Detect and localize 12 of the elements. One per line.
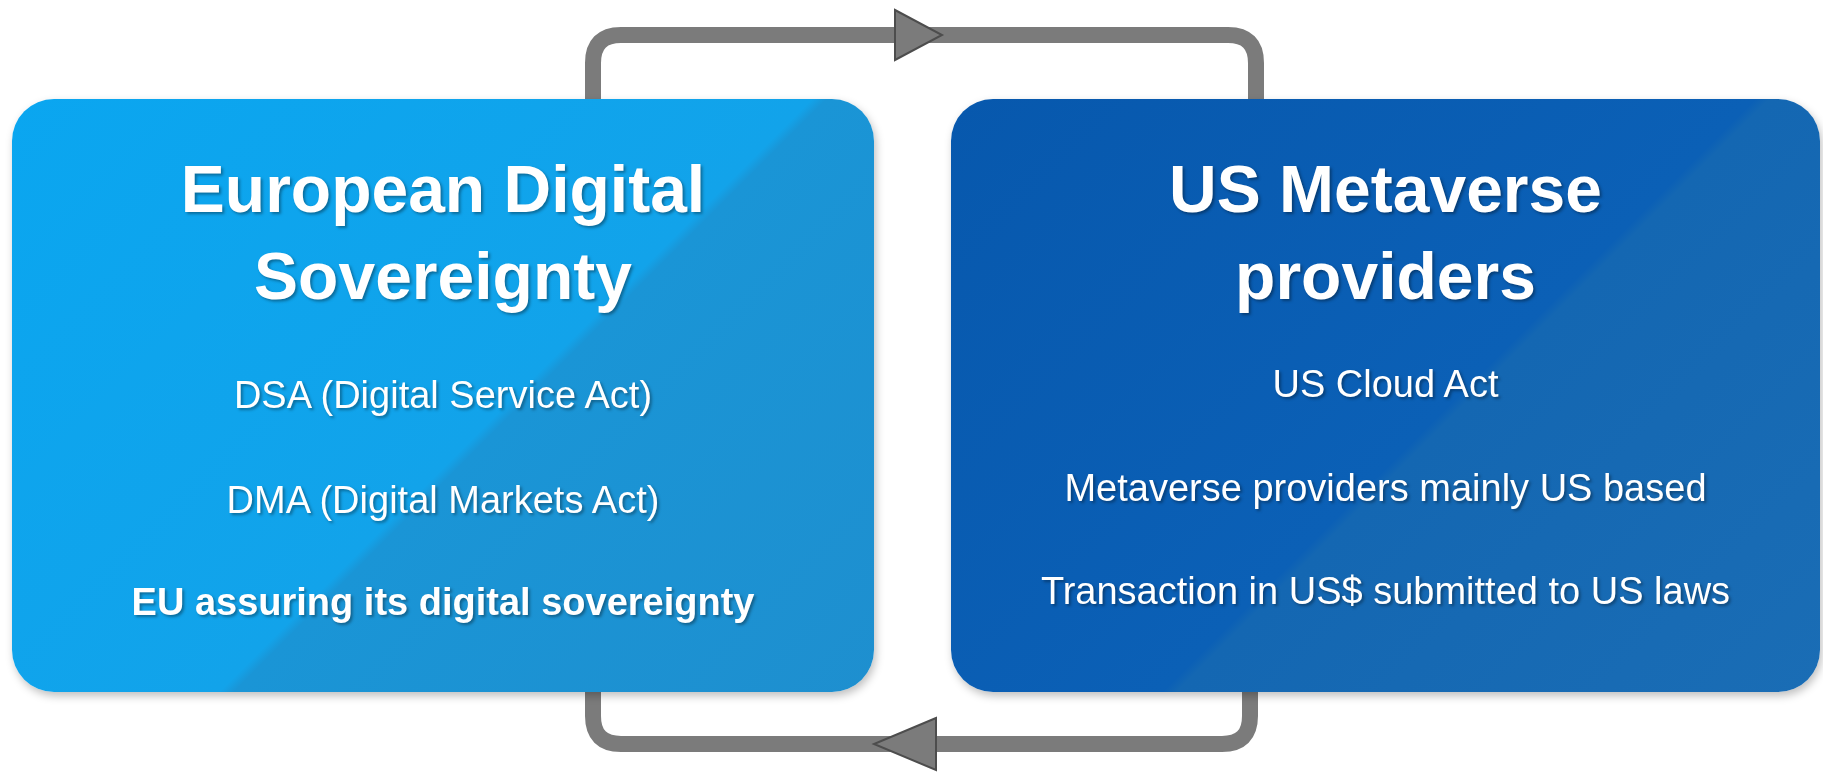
- panel-text: DMA (Digital Markets Act): [225, 478, 661, 523]
- panel-text: Metaverse providers mainly US based: [1063, 466, 1708, 511]
- panel-text: US Cloud Act: [1271, 362, 1500, 407]
- loop-arrow: [585, 8, 1264, 99]
- rounded-panel: [12, 99, 874, 692]
- panel-text: DSA (Digital Service Act): [232, 373, 654, 418]
- panel-heading: European Digital Sovereignty: [179, 151, 707, 315]
- panel-text: Transaction in US$ submitted to US laws: [1039, 569, 1732, 614]
- panel-text: EU assuring its digital sovereignty: [130, 580, 756, 625]
- panel-heading: US Metaverse providers: [1168, 151, 1603, 315]
- loop-arrow: [585, 692, 1258, 772]
- rounded-panel: [951, 99, 1820, 692]
